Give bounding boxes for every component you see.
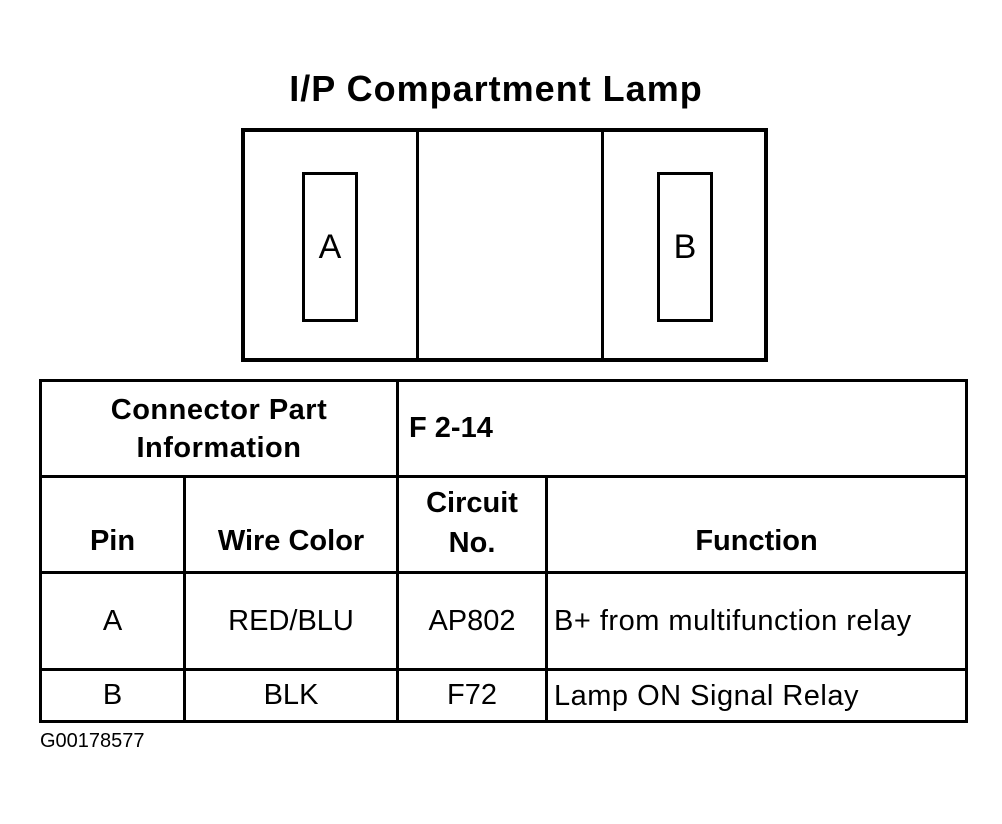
header-wire-color: Wire Color bbox=[182, 475, 400, 574]
connector-face: A B bbox=[241, 128, 768, 362]
row-a-wire-color: RED/BLU bbox=[182, 571, 400, 671]
row-b-function: Lamp ON Signal Relay bbox=[545, 668, 969, 723]
header-pin: Pin bbox=[39, 475, 186, 574]
row-b-circuit: F72 bbox=[396, 668, 549, 723]
row-a-circuit: AP802 bbox=[396, 571, 549, 671]
part-info-value: F 2-14 bbox=[396, 379, 969, 478]
row-b-pin: B bbox=[39, 668, 186, 723]
table-row: B BLK F72 Lamp ON Signal Relay bbox=[39, 668, 969, 723]
row-a-function: B+ from multifunction relay bbox=[545, 571, 969, 671]
header-circuit-no: Circuit No. bbox=[396, 475, 549, 574]
connector-pin-b: B bbox=[657, 172, 713, 322]
column-header-row: Pin Wire Color Circuit No. Function bbox=[39, 475, 969, 574]
pin-b-label: B bbox=[673, 227, 697, 266]
connector-info-table: Connector Part Information F 2-14 Pin Wi… bbox=[38, 379, 969, 723]
diagram-title: I/P Compartment Lamp bbox=[289, 68, 703, 109]
figure-id: G00178577 bbox=[40, 730, 145, 752]
part-info-row: Connector Part Information F 2-14 bbox=[38, 379, 969, 478]
header-function: Function bbox=[545, 475, 969, 574]
connector-divider-right bbox=[601, 132, 604, 358]
pin-a-label: A bbox=[318, 227, 342, 266]
connector-pin-a: A bbox=[302, 172, 358, 322]
connector-divider-left bbox=[416, 132, 419, 358]
table-row: A RED/BLU AP802 B+ from multifunction re… bbox=[39, 571, 969, 671]
part-info-label: Connector Part Information bbox=[38, 379, 400, 478]
row-b-wire-color: BLK bbox=[182, 668, 400, 723]
header-circuit-no-text: Circuit No. bbox=[426, 487, 518, 559]
row-a-pin: A bbox=[39, 571, 186, 671]
